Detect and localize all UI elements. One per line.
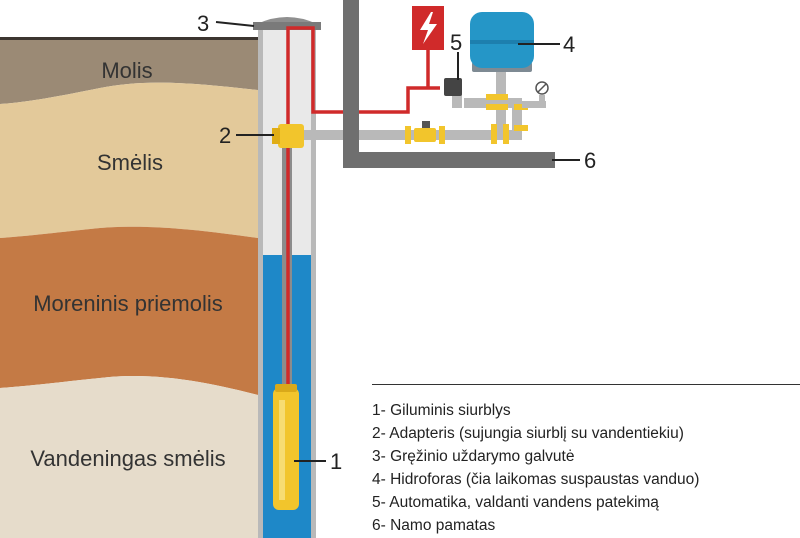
layer-label-sand: Smėlis bbox=[97, 150, 163, 175]
sand-layer bbox=[0, 82, 258, 239]
callout-automatics: 5 bbox=[450, 30, 462, 55]
callout-foundation: 6 bbox=[584, 148, 596, 173]
pressure-switch bbox=[444, 78, 462, 96]
moraine-loam-layer bbox=[0, 226, 258, 395]
callout-pressure-tank: 4 bbox=[563, 32, 575, 57]
pipe-riser-right bbox=[512, 98, 522, 140]
callout-well-head: 3 bbox=[197, 11, 209, 36]
layer-label-aquifer-sand: Vandeningas smėlis bbox=[30, 446, 225, 471]
pipe-fittings bbox=[405, 94, 528, 144]
soil-layers bbox=[0, 37, 258, 538]
pitless-adapter bbox=[272, 124, 304, 148]
aquifer-sand-layer bbox=[0, 375, 258, 538]
legend: 1- Giluminis siurblys 2- Adapteris (suju… bbox=[372, 384, 800, 537]
callout-pump: 1 bbox=[330, 449, 342, 474]
callout-adapter: 2 bbox=[219, 123, 231, 148]
legend-item: 6- Namo pamatas bbox=[372, 517, 496, 534]
house-foundation bbox=[343, 0, 555, 168]
legend-item: 1- Giluminis siurblys bbox=[372, 402, 511, 419]
legend-item: 2- Adapteris (sujungia siurblį su vanden… bbox=[372, 425, 684, 442]
layer-label-moraine-loam: Moreninis priemolis bbox=[33, 291, 223, 316]
valve-handle bbox=[422, 121, 430, 128]
callout-lines bbox=[215, 21, 580, 462]
layer-label-clay: Molis bbox=[101, 58, 152, 83]
pressure-tank bbox=[470, 12, 534, 72]
electrical-panel bbox=[412, 6, 444, 50]
well-head bbox=[253, 17, 321, 30]
house-water-pipe bbox=[304, 130, 522, 140]
power-cable bbox=[286, 26, 440, 388]
well-head-plate bbox=[253, 22, 321, 30]
clay-layer bbox=[0, 38, 258, 104]
lightning-icon bbox=[420, 12, 437, 44]
legend-item: 5- Automatika, valdanti vandens patekimą bbox=[372, 494, 659, 511]
pressure-gauge bbox=[522, 81, 549, 108]
legend-item: 3- Gręžinio uždarymo galvutė bbox=[372, 448, 575, 465]
pipe-top bbox=[464, 98, 522, 108]
legend-item: 4- Hidroforas (čia laikomas suspaustas v… bbox=[372, 471, 700, 488]
submersible-pump bbox=[273, 384, 299, 510]
